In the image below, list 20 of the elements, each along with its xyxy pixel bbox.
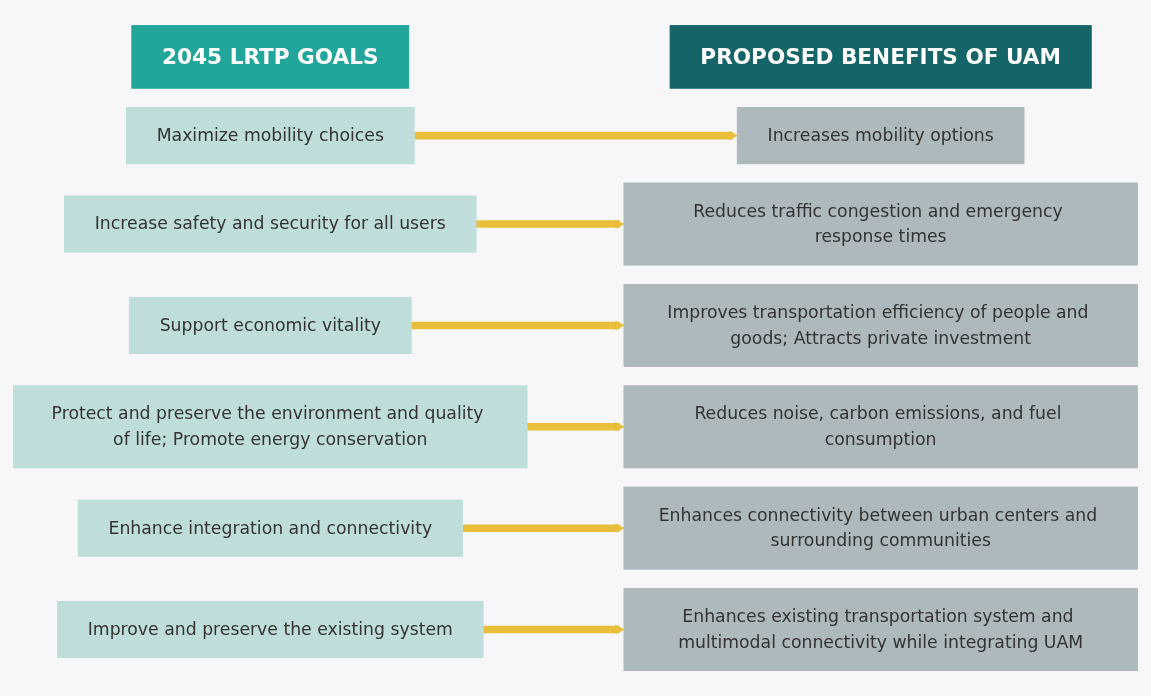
arrow (526, 421, 625, 432)
arrow (411, 320, 625, 331)
arrow (414, 130, 738, 141)
node-box: Support economic vitality (128, 296, 412, 354)
arrow (462, 523, 625, 533)
node-box: Enhance integration and connectivity (77, 499, 463, 557)
arrow (476, 219, 625, 229)
node-box: Increase safety and security for all users (64, 195, 477, 253)
node-box: Enhances existing transportation system and multimodal connectivity while integrating UAM (623, 587, 1138, 671)
node-box: 2045 LRTP GOALS (131, 25, 410, 89)
node-box: Reduces noise, carbon emissions, and fuel consumption (623, 385, 1138, 469)
node-box: Improve and preserve the existing system (57, 600, 484, 659)
node-box: Improves transportation efficiency of people and goods; Attracts private investment (623, 283, 1138, 367)
node-box: Maximize mobility choices (125, 106, 415, 165)
node-box: Enhances connectivity between urban centers and surrounding communities (623, 486, 1138, 570)
node-box: Increases mobility options (736, 106, 1025, 165)
node-box: Reduces traffic congestion and emergency response times (623, 182, 1138, 266)
arrow (483, 624, 625, 635)
node-box: Protect and preserve the environment and quality of life; Promote energy conservation (13, 385, 528, 469)
node-box: PROPOSED BENEFITS OF UAM (669, 25, 1092, 89)
